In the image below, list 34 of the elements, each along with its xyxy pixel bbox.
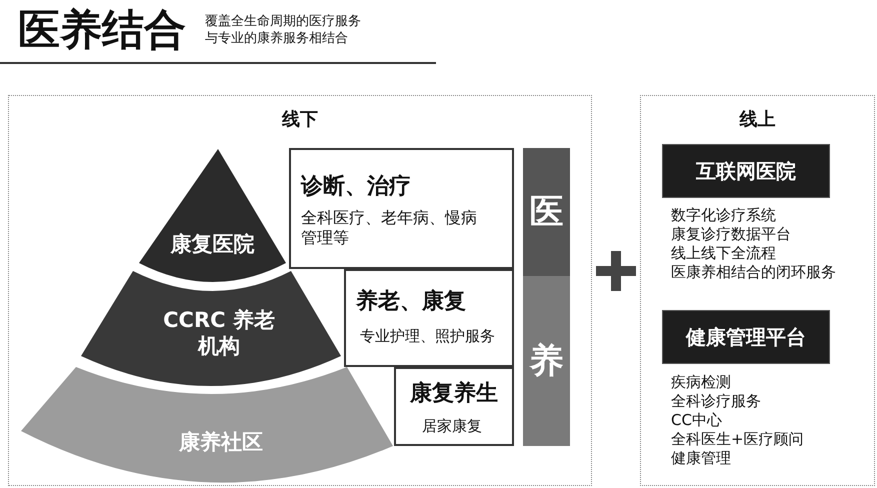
- list-item: 全科诊疗服务: [671, 392, 762, 411]
- bar-label: 养: [530, 340, 564, 382]
- platform-title: 健康管理平台: [686, 324, 806, 351]
- service-box: [394, 367, 514, 446]
- list-item: CC中心: [671, 411, 723, 430]
- panel-heading: 线下: [280, 108, 319, 132]
- platform-box: [662, 144, 830, 198]
- list-item: 全科医生+医疗顾问: [671, 430, 804, 449]
- list-item: 线上线下全流程: [671, 244, 777, 263]
- pyramid-layer: 康复医院: [139, 149, 286, 283]
- pyramid-layer: CCRC 养老机构: [81, 269, 343, 389]
- dotted-panel: [640, 95, 875, 486]
- category-bar: [523, 276, 570, 446]
- list-item: 健康管理: [671, 449, 732, 468]
- platform-title: 互联网医院: [696, 158, 796, 185]
- bar-label: 医: [530, 190, 564, 234]
- list-item: 康复诊疗数据平台: [671, 225, 792, 244]
- box-heading: 康复养生: [410, 380, 498, 408]
- title: 医养结合: [18, 4, 186, 56]
- panel-heading: 线上: [738, 108, 776, 132]
- box-description: 专业护理、照护服务: [360, 326, 495, 347]
- dotted-panel: [8, 95, 592, 486]
- platform-box: [662, 310, 830, 364]
- list-item: 医康养相结合的闭环服务: [671, 263, 836, 282]
- box-heading: 养老、康复: [356, 288, 466, 316]
- box-heading: 诊断、治疗: [301, 173, 411, 201]
- service-box: [344, 269, 514, 367]
- list-item: 数字化诊疗系统: [671, 206, 777, 225]
- category-bar: [523, 148, 570, 276]
- subtitle: 覆盖全生命周期的医疗服务与专业的康养服务相结合: [205, 13, 362, 47]
- list-item: 疾病检测: [671, 373, 732, 392]
- box-description: 居家康复: [422, 416, 482, 437]
- box-description: 全科医疗、老年病、慢病管理等: [301, 208, 477, 248]
- service-box: [289, 148, 514, 269]
